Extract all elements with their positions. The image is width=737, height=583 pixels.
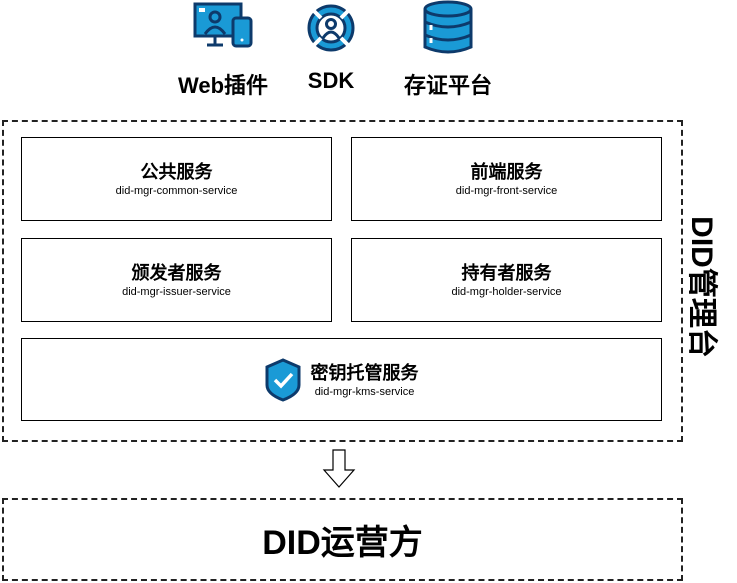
service-box-kms: 密钥托管服务 did-mgr-kms-service xyxy=(21,338,662,421)
client-label-sdk: SDK xyxy=(307,68,355,93)
service-box-front: 前端服务 did-mgr-front-service xyxy=(351,137,662,221)
service-id: did-mgr-issuer-service xyxy=(122,286,231,298)
did-operator-box: DID运营方 xyxy=(2,498,683,581)
service-id: did-mgr-holder-service xyxy=(451,286,562,298)
service-id: did-mgr-front-service xyxy=(455,185,558,197)
client-label-storage: 存证平台 xyxy=(403,73,492,98)
service-box-issuer: 颁发者服务 did-mgr-issuer-service xyxy=(21,238,332,322)
operator-title: DID运营方 xyxy=(262,524,423,562)
shield-check-icon xyxy=(265,357,300,402)
service-name: 颁发者服务 xyxy=(131,263,222,283)
client-label-web: Web插件 xyxy=(177,73,269,98)
down-arrow-icon xyxy=(322,449,356,488)
service-id: did-mgr-kms-service xyxy=(314,385,415,398)
service-name: 前端服务 xyxy=(470,162,543,182)
service-name: 持有者服务 xyxy=(461,263,552,283)
web-device-icon xyxy=(193,2,253,48)
service-box-holder: 持有者服务 did-mgr-holder-service xyxy=(351,238,662,322)
database-icon xyxy=(423,0,473,54)
service-id: did-mgr-common-service xyxy=(115,185,238,197)
service-name: 密钥托管服务 xyxy=(310,362,419,383)
did-management-platform-group xyxy=(2,120,683,442)
service-box-common: 公共服务 did-mgr-common-service xyxy=(21,137,332,221)
sdk-target-icon xyxy=(307,4,355,52)
platform-title: DID管理台 xyxy=(685,216,718,358)
service-name: 公共服务 xyxy=(140,162,213,182)
